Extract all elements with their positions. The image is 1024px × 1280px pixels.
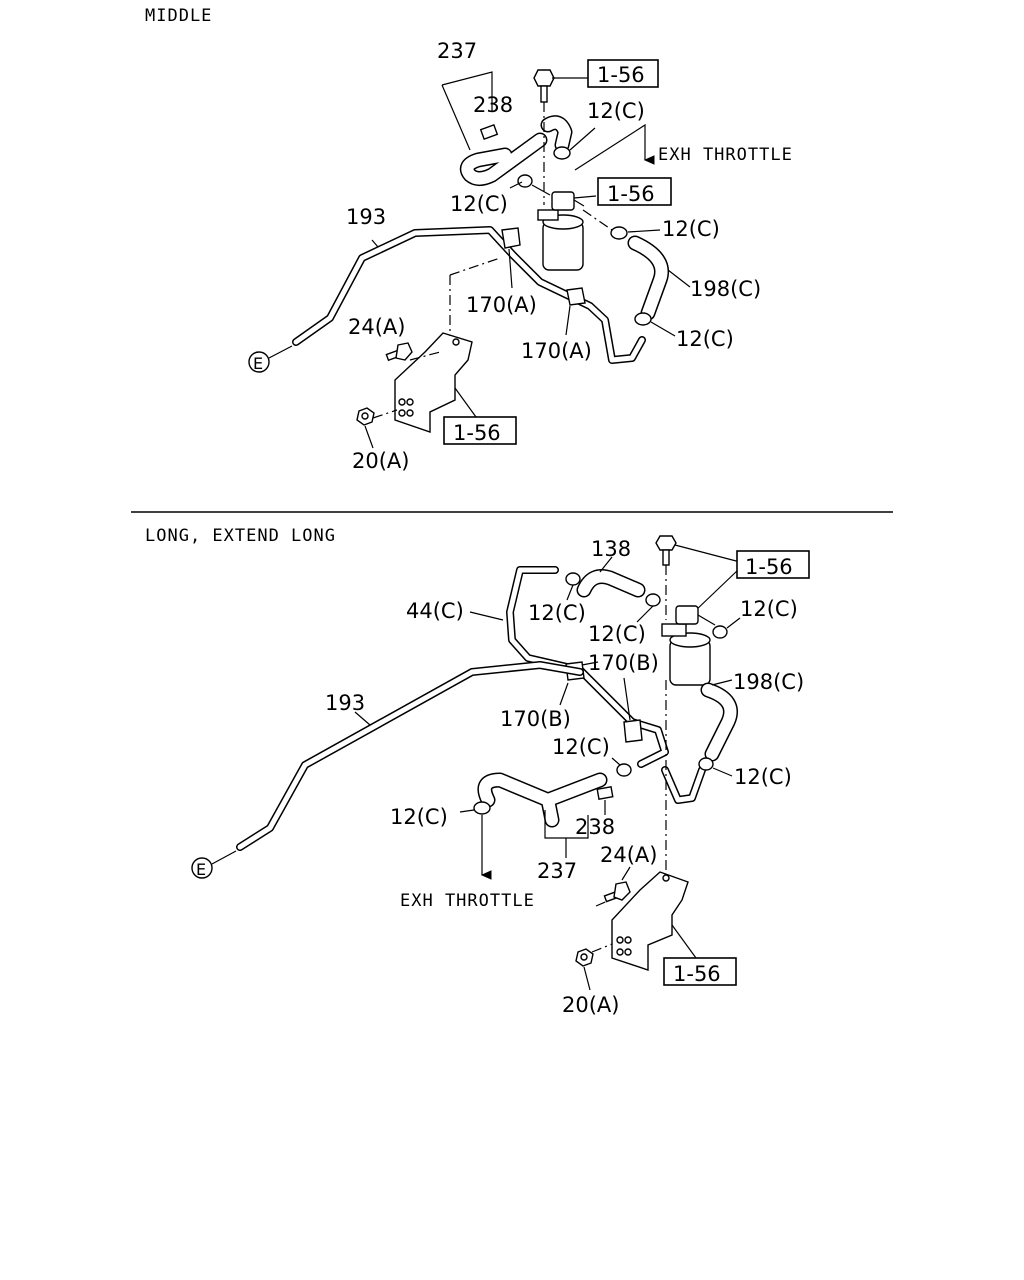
label-237: 237 [537,859,577,883]
clamp-icon [634,312,652,326]
clip-a-label: 170(B) [588,651,659,675]
exh-throttle-label: EXH THROTTLE [400,891,535,911]
clamp-c-label: 12(C) [662,217,720,241]
bolt-top-icon [533,69,555,103]
pipe-193 [292,226,646,364]
section-title-middle: MIDDLE [145,6,212,26]
section-title-long: LONG, EXTEND LONG [145,526,336,546]
ref-box-top [587,59,659,88]
hose-237 [459,115,573,186]
clip-a-label: 170(A) [466,293,537,317]
clamp-icon [712,625,728,639]
clamp-icon [645,593,661,607]
ref-box-mid [597,177,672,206]
clamp-f-label: 12(C) [390,805,448,829]
ref-box-bracket [443,416,517,445]
clamp-c-label: 12(C) [740,597,798,621]
bolt-top-icon [655,535,677,566]
hose-198-label: 198(C) [690,277,761,301]
section-middle: MIDDLE 237 238 1-56 12(C) EXH THROTTLE [145,6,793,473]
connector-e-icon [248,351,270,373]
part-238-icon [479,124,499,140]
clamp-icon [565,572,581,586]
nut-label: 20(A) [352,449,409,473]
clamp-d-label: 12(C) [676,327,734,351]
clamp-b-label: 12(C) [588,622,646,646]
label-138: 138 [591,537,631,561]
section-long: LONG, EXTEND LONG 1-56 138 [145,526,810,1017]
bracket-icon [394,332,473,433]
hose-198 [627,235,669,321]
ref-mid-label: 1-56 [607,182,655,206]
bracket-icon [611,871,689,971]
ref-bracket-label: 1-56 [453,421,501,445]
clip-icon [623,719,643,743]
clip-b-label: 170(A) [521,339,592,363]
clamp-icon [616,763,632,777]
ref-top-label: 1-56 [597,63,645,87]
clip-icon [566,287,586,306]
label-238: 238 [575,815,615,839]
label-44c: 44(C) [406,599,464,623]
clamp-icon [610,226,628,240]
bolt-label: 24(A) [600,843,657,867]
hose-198 [700,682,738,762]
clip-b-label: 170(B) [500,707,571,731]
clamp-icon [473,801,491,815]
clamp-b-label: 12(C) [450,192,508,216]
ref-box-bracket [663,957,737,986]
clamp-icon [517,174,533,188]
hose-138 [576,569,646,598]
filter-body-icon [661,605,716,686]
hose-237 [477,772,608,828]
exh-throttle-label: EXH THROTTLE [658,145,793,165]
part-238-icon [596,786,614,800]
clamp-d-label: 12(C) [552,735,610,759]
bolt-24a-icon [385,342,413,362]
clamp-a-label: 12(C) [587,99,645,123]
label-237: 237 [437,39,477,63]
ref-top-label: 1-56 [745,555,793,579]
connector-e-label: E [253,354,263,373]
ref-box-top [736,550,810,579]
clamp-icon [698,757,714,771]
label-238: 238 [473,93,513,117]
hose-198-label: 198(C) [733,670,804,694]
pipe-193 [236,661,584,851]
label-193: 193 [346,205,386,229]
bolt-label: 24(A) [348,315,405,339]
clamp-e-label: 12(C) [734,765,792,789]
filter-body-icon [537,191,597,271]
ref-bracket-label: 1-56 [673,962,721,986]
bolt-24a-icon [603,881,631,903]
label-193: 193 [325,691,365,715]
connector-e-label: E [196,860,206,879]
clamp-icon [553,146,571,160]
clip-icon [501,227,521,249]
nut-label: 20(A) [562,993,619,1017]
connector-e-icon [191,857,213,879]
clamp-a-label: 12(C) [528,601,586,625]
pipe-lower [661,766,706,804]
